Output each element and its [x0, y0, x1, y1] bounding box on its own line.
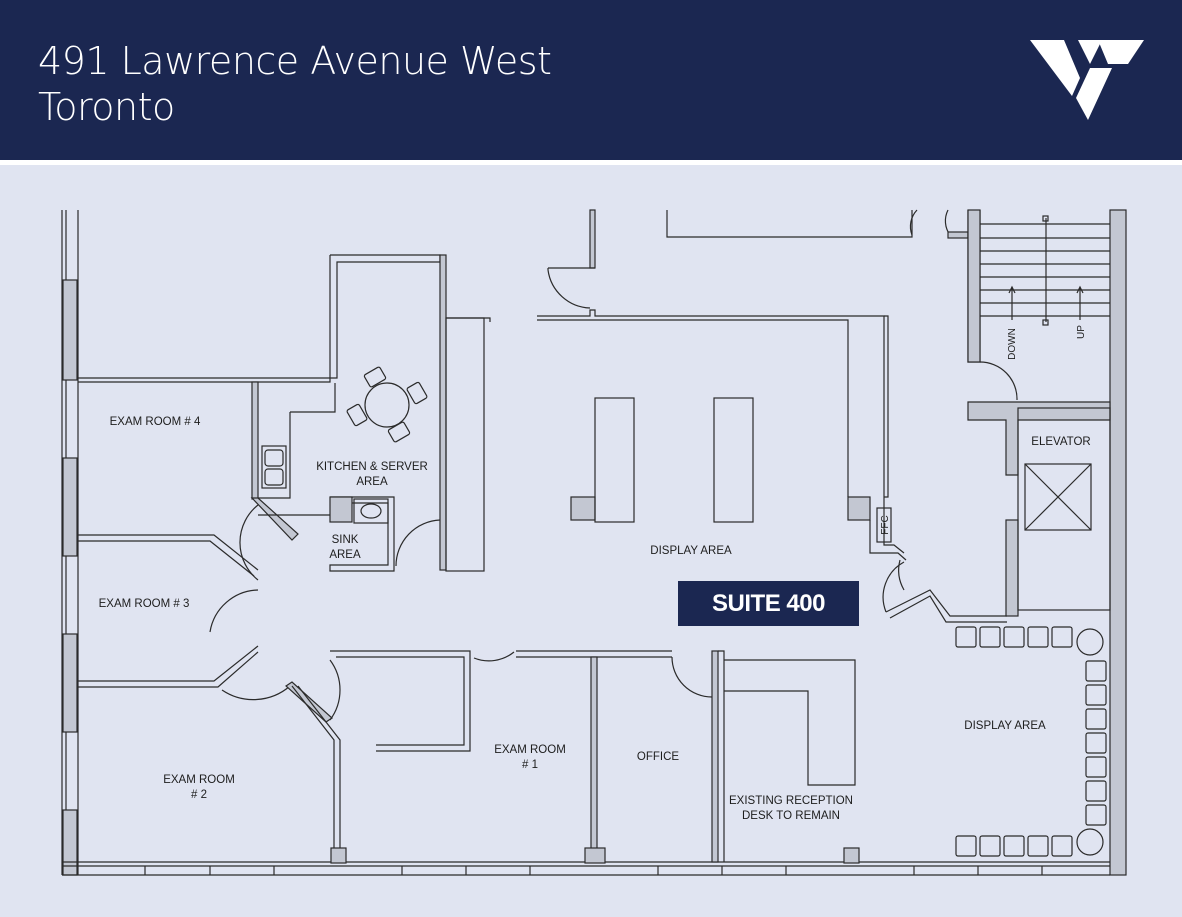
brand-logo-icon [1030, 40, 1144, 120]
label-exam-room-4: EXAM ROOM # 4 [110, 416, 201, 428]
label-exam-room-2-line1: EXAM ROOM [163, 774, 235, 786]
south-exterior-wall [62, 861, 1110, 876]
suite-badge [678, 581, 859, 626]
east-exterior-wall [1109, 209, 1127, 876]
label-display-area-center: DISPLAY AREA [650, 545, 732, 557]
label-stair-up: UP [1076, 325, 1087, 339]
west-exterior-wall [61, 210, 79, 876]
label-display-area-right: DISPLAY AREA [964, 720, 1046, 732]
address-line-2: Toronto [38, 85, 175, 129]
label-reception-line1: EXISTING RECEPTION [729, 795, 853, 807]
seating-row-bottom [955, 835, 1073, 857]
label-exam-room-1-line2: # 1 [522, 759, 538, 771]
label-sink-line2: AREA [329, 549, 361, 561]
label-stair-down: DOWN [1007, 328, 1018, 360]
page-title: 491 Lawrence Avenue West Toronto [38, 38, 552, 130]
label-exam-room-3: EXAM ROOM # 3 [99, 598, 190, 610]
label-exam-room-1-line1: EXAM ROOM [494, 744, 566, 756]
stairs [980, 215, 1110, 326]
label-exam-room-2-line2: # 2 [191, 789, 207, 801]
label-ffc: FFC [880, 515, 891, 534]
suite-label: SUITE 400 [712, 590, 825, 617]
label-elevator: ELEVATOR [1031, 436, 1090, 448]
label-office: OFFICE [637, 751, 679, 763]
label-reception-line2: DESK TO REMAIN [742, 810, 840, 822]
seating-col-right [1076, 660, 1107, 856]
label-sink-line1: SINK [332, 534, 359, 546]
address-line-1: 491 Lawrence Avenue West [38, 39, 552, 83]
header-banner [0, 0, 1182, 160]
label-kitchen-line2: AREA [356, 476, 388, 488]
south-window-mullions [144, 866, 1043, 875]
label-kitchen-line1: KITCHEN & SERVER [316, 461, 428, 473]
seating-row-top [955, 626, 1104, 656]
